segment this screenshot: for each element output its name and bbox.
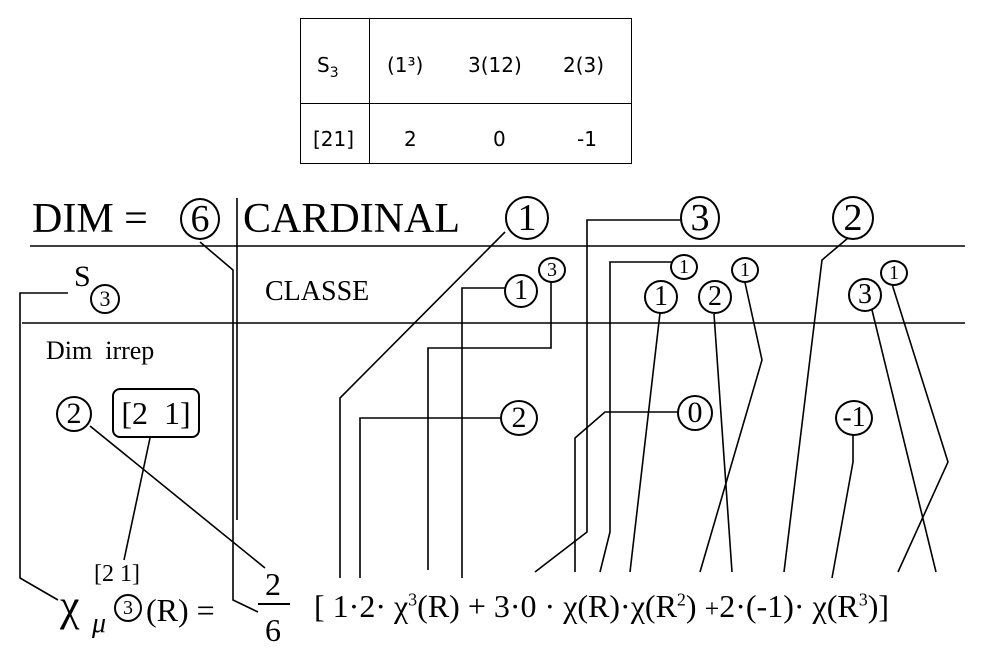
table-value-2: 0: [493, 127, 506, 151]
partition-box: [2 1]: [112, 388, 200, 438]
classe-label: CLASSE: [265, 276, 370, 307]
class1-sup-circle: 3: [538, 257, 566, 283]
class2-sup2-circle: 1: [731, 257, 759, 283]
class2-main2-circle: 2: [698, 280, 732, 314]
fraction-bar: [258, 603, 290, 605]
chi-sub-circle: 3: [114, 594, 142, 622]
dim-value-circle: 6: [180, 198, 220, 240]
table-value-1: 2: [404, 127, 417, 151]
char-minus1-circle: -1: [835, 400, 873, 436]
class2-sup1-circle: 1: [670, 254, 698, 280]
formula-term-1: [ 1·2· χ3(R) + 3·0 · χ(R)·χ(R2) +2·(-1)·…: [314, 588, 890, 624]
fraction-denominator: 6: [265, 612, 281, 648]
dim-label: DIM =: [32, 196, 148, 242]
dim-irrep-label: Dim irrep: [46, 336, 155, 365]
class3-main-circle: 3: [848, 278, 882, 312]
cardinal-3-circle: 3: [680, 196, 720, 240]
table-class-1: (1³): [387, 53, 424, 77]
table-vertical-divider: [369, 19, 370, 163]
char-2-circle: 2: [500, 400, 538, 436]
class1-main-circle: 1: [504, 274, 538, 308]
table-group-label: S3: [317, 53, 339, 81]
chi-argument: (R) =: [146, 592, 215, 628]
table-row-label: [21]: [313, 127, 355, 151]
irrep-dim-circle: 2: [56, 396, 92, 432]
table-horizontal-divider: [301, 103, 631, 104]
chi-superscript: [2 1]: [94, 561, 140, 587]
cardinal-2-circle: 2: [832, 196, 874, 240]
character-table: S3 (1³) 3(12) 2(3) [21] 2 0 -1: [300, 18, 632, 164]
table-class-3: 2(3): [563, 53, 605, 77]
cardinal-1-circle: 1: [505, 196, 549, 240]
group-sub-circle: 3: [90, 284, 120, 314]
cardinal-label: CARDINAL: [243, 196, 460, 242]
table-class-2: 3(12): [468, 53, 522, 77]
table-value-3: -1: [577, 127, 597, 151]
group-label: S: [74, 260, 91, 293]
fraction-numerator: 2: [265, 566, 281, 602]
chi-subscript: μ: [92, 608, 107, 639]
char-0-circle: 0: [677, 395, 713, 431]
class3-sup-circle: 1: [880, 260, 908, 286]
class2-main1-circle: 1: [644, 280, 678, 314]
chi-symbol: χ: [60, 581, 80, 630]
